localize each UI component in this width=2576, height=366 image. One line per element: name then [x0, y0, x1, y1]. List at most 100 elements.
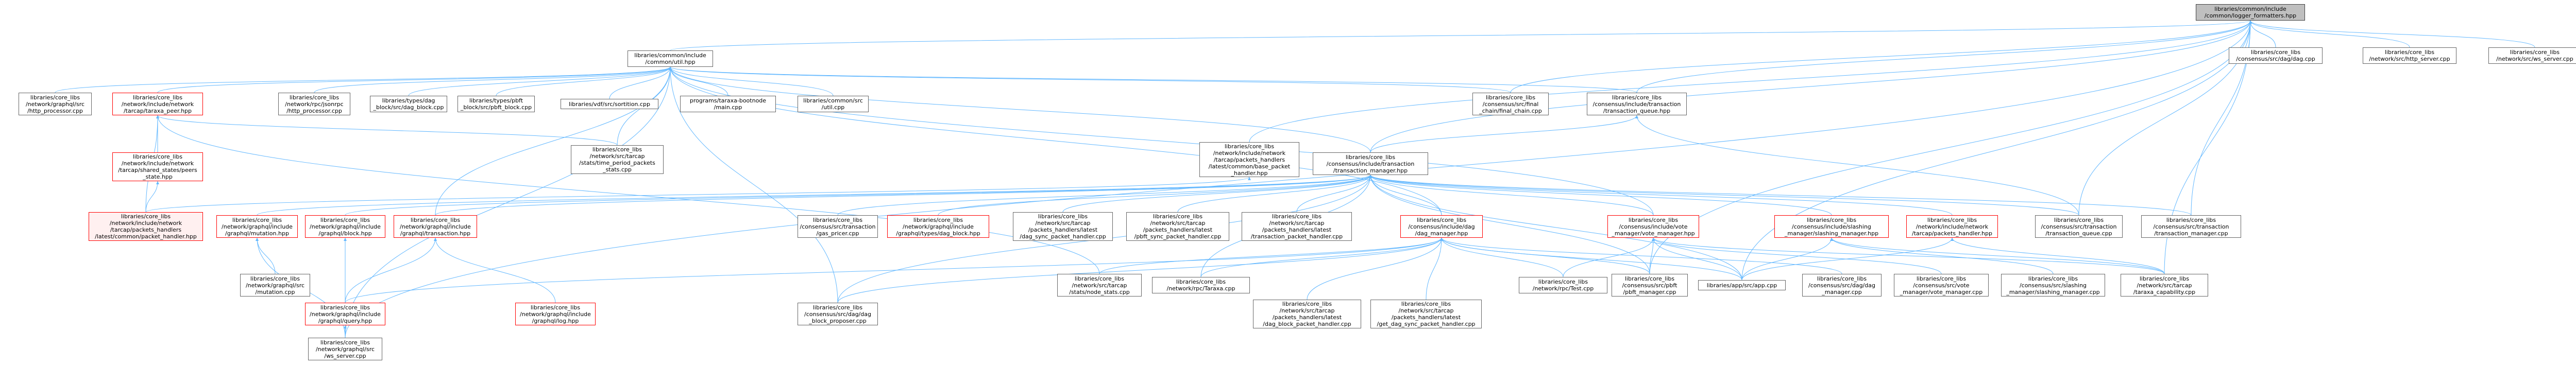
edge-ws_server-to-root [2249, 20, 2535, 48]
edge-dag_cpp-to-root [2249, 20, 2276, 48]
edge-slashing_manager_hpp-to-tx_manager_hpp [1369, 175, 1832, 216]
edge-http_processor-to-util_hpp [55, 66, 672, 93]
node-graphql-dag-block-hpp[interactable]: libraries/core_libs /network/graphql/inc… [887, 215, 989, 238]
node-vote-manager-cpp[interactable]: libraries/core_libs /consensus/src/vote … [1894, 274, 1989, 297]
node-root-logger-formatters: libraries/common/include /common/logger_… [2196, 4, 2305, 21]
edge-final_chain-to-root [1510, 20, 2252, 93]
edge-tx_queue_cpp-to-root [2078, 20, 2252, 216]
edge-tx_queue_cpp-to-tx_manager_hpp [1369, 175, 2079, 216]
node-util-cpp[interactable]: libraries/common/src /util.cpp [798, 96, 869, 112]
node-dag-block-packet-handler[interactable]: libraries/core_libs /network/src/tarcap … [1253, 300, 1361, 328]
node-graphql-transaction-hpp[interactable]: libraries/core_libs /network/graphql/inc… [394, 215, 477, 238]
edge-taraxa_capability-to-slashing_manager_hpp [1830, 237, 2165, 274]
node-taraxa-capability[interactable]: libraries/core_libs /network/src/tarcap … [2121, 274, 2208, 297]
edge-rpc_test-to-dag_manager_hpp [1440, 237, 1564, 277]
node-slashing-manager-hpp[interactable]: libraries/core_libs /consensus/include/s… [1774, 215, 1889, 238]
node-ws-server[interactable]: libraries/core_libs /network/src/ws_serv… [2488, 47, 2576, 64]
node-graphql-block-hpp[interactable]: libraries/core_libs /network/graphql/inc… [305, 215, 385, 238]
edge-stats_node-to-peer_hpp [156, 115, 1100, 274]
node-transaction-manager-cpp[interactable]: libraries/core_libs /consensus/src/trans… [2141, 215, 2241, 238]
node-util-hpp[interactable]: libraries/common/include /common/util.hp… [628, 50, 713, 67]
edge-app_cpp-to-vote_manager_hpp [1652, 237, 1742, 281]
node-transaction-packet-handler[interactable]: libraries/core_libs /network/src/tarcap … [1242, 212, 1352, 241]
node-rpc-http-processor[interactable]: libraries/core_libs /network/rpc/jsonrpc… [278, 93, 350, 115]
node-ws-server-gql[interactable]: libraries/core_libs /network/graphql/src… [308, 338, 382, 360]
node-taraxa-peer-hpp[interactable]: libraries/core_libs /network/include/net… [112, 93, 203, 115]
edge-app_cpp-to-tx_manager_hpp [1369, 175, 1742, 281]
edge-mutation_cpp-to-graphql_mutation_hpp [256, 237, 276, 274]
edge-pbft_sync_handler-to-tx_manager_hpp [1177, 175, 1372, 213]
node-gas-pricer[interactable]: libraries/core_libs /consensus/src/trans… [798, 215, 878, 238]
edge-vote_manager_cpp-to-vote_manager_hpp [1652, 237, 1942, 274]
node-get-dag-sync-handler[interactable]: libraries/core_libs /network/src/tarcap … [1370, 300, 1482, 328]
edge-graphql_tx_hpp-to-util_hpp [435, 66, 672, 216]
edge-taraxa_bootnode-to-util_hpp [669, 66, 728, 96]
node-mutation-cpp[interactable]: libraries/core_libs /network/graphql/src… [240, 274, 310, 297]
node-base-packet-handler-hpp[interactable]: libraries/core_libs /network/include/net… [1199, 142, 1299, 177]
edge-tx_manager_cpp-to-tx_manager_hpp [1369, 175, 2192, 216]
node-rpc-taraxa[interactable]: libraries/core_libs /network/rpc/Taraxa.… [1152, 277, 1250, 293]
node-app-cpp[interactable]: libraries/app/src/app.cpp [1698, 280, 1786, 290]
node-slashing-manager-cpp[interactable]: libraries/core_libs /consensus/src/slash… [2001, 274, 2105, 297]
edge-stats_node-to-dag_manager_hpp [1099, 237, 1443, 274]
node-dag-sync-handler[interactable]: libraries/core_libs /network/src/tarcap … [1013, 212, 1113, 241]
edge-rpc_test-to-vote_manager_hpp [1563, 237, 1655, 277]
edge-dag_block_proposer-to-util_hpp [669, 66, 838, 303]
node-pbft-sync-handler[interactable]: libraries/core_libs /network/src/tarcap … [1126, 212, 1229, 241]
edge-dag_manager_cpp-to-dag_manager_hpp [1440, 237, 1842, 274]
node-vote-manager-hpp[interactable]: libraries/core_libs /consensus/include/v… [1607, 215, 1699, 238]
node-peers-state-hpp[interactable]: libraries/core_libs /network/include/net… [112, 152, 203, 181]
node-dag-cpp[interactable]: libraries/core_libs /consensus/src/dag/d… [2229, 47, 2323, 64]
edge-app_cpp-to-dag_manager_hpp [1440, 237, 1742, 281]
node-dag-block-proposer[interactable]: libraries/core_libs /consensus/src/dag/d… [798, 303, 878, 325]
edge-util_cpp-to-util_hpp [669, 66, 834, 96]
edge-packet_handler_hpp-to-root [1249, 20, 2252, 143]
edge-util_hpp-to-root [670, 20, 2252, 51]
edge-dag_block_cpp-to-util_hpp [408, 66, 672, 96]
node-taraxa-bootnode[interactable]: programs/taraxa-bootnode /main.cpp [680, 96, 776, 112]
edge-http_server-to-root [2249, 20, 2410, 48]
edge-graphql_log_hpp-to-graphql_tx_hpp [434, 237, 556, 303]
node-http-processor-gql[interactable]: libraries/core_libs /network/graphql/src… [19, 93, 92, 115]
node-graphql-query-hpp[interactable]: libraries/core_libs /network/graphql/inc… [305, 303, 385, 325]
node-rpc-test[interactable]: libraries/core_libs /network/rpc/Test.cp… [1519, 277, 1607, 293]
node-packets-handler-hpp[interactable]: libraries/core_libs /network/include/net… [1906, 215, 1998, 238]
edge-time_period-to-peer_hpp [156, 115, 618, 146]
node-vdf-sortition[interactable]: libraries/vdf/src/sortition.cpp [561, 99, 658, 109]
edge-taraxa_capability-to-vote_manager_hpp [1652, 237, 2165, 274]
node-graphql-log-hpp[interactable]: libraries/core_libs /network/graphql/inc… [515, 303, 596, 325]
node-node-stats[interactable]: libraries/core_libs /network/src/tarcap … [1057, 274, 1142, 297]
node-tx-manager-hpp[interactable]: libraries/core_libs /consensus/include/t… [1313, 152, 1428, 175]
edge-app_cpp-to-packets_handler_hpp [1741, 237, 1954, 281]
edge-vote_manager_hpp-to-tx_manager_hpp [1369, 175, 1654, 216]
edge-tx_packet_handler-to-tx_manager_hpp [1296, 175, 1372, 213]
node-dag-manager-cpp[interactable]: libraries/core_libs /consensus/src/dag/d… [1802, 274, 1882, 297]
node-tx-queue-hpp[interactable]: libraries/core_libs /consensus/include/t… [1587, 93, 1687, 115]
dependency-edges [55, 20, 2535, 338]
edge-rpc_taraxa-to-dag_manager_hpp [1200, 237, 1443, 277]
edge-gas_pricer-to-tx_manager_hpp [837, 175, 1372, 216]
edge-tx_queue_hpp-to-util_hpp [669, 66, 1637, 93]
node-pbft-manager[interactable]: libraries/core_libs /consensus/src/pbft … [1612, 274, 1688, 297]
node-http-server[interactable]: libraries/core_libs /network/src/http_se… [2363, 47, 2456, 64]
edge-final_chain-to-util_hpp [669, 66, 1511, 93]
edge-ws_server_gql-to-util_hpp [345, 66, 672, 338]
node-time-period-stats[interactable]: libraries/core_libs /network/src/tarcap … [571, 145, 664, 174]
edge-app_cpp-to-root [1741, 20, 2252, 281]
node-graphql-mutation-hpp[interactable]: libraries/core_libs /network/graphql/inc… [216, 215, 298, 238]
edge-graphql_query_hpp-to-dag_manager_hpp [345, 237, 1443, 303]
node-final-chain[interactable]: libraries/core_libs /consensus/src/final… [1472, 93, 1549, 115]
edge-graphql_block_hpp-to-tx_manager_hpp [345, 175, 1372, 216]
edge-slashing_manager_cpp-to-slashing_manager_hpp [1830, 237, 2054, 274]
edge-taraxa_capability-to-packets_handler_hpp [1951, 237, 2165, 274]
node-pbft-block-cpp[interactable]: libraries/types/pbft _block/src/pbft_blo… [457, 96, 535, 112]
node-dag-manager-hpp[interactable]: libraries/core_libs /consensus/include/d… [1400, 215, 1483, 238]
edge-dag_block_proposer-to-dag_manager_hpp [837, 237, 1443, 303]
edge-common_packet_handler-to-shared_states [145, 181, 159, 213]
edge-tx_queue_cpp-to-tx_queue_hpp [1635, 115, 2079, 216]
node-transaction-queue-cpp[interactable]: libraries/core_libs /consensus/src/trans… [2035, 215, 2123, 238]
edge-graphql_dag_block-to-tx_manager_hpp [938, 175, 1372, 216]
node-common-packet-handler[interactable]: libraries/core_libs /network/include/net… [89, 212, 203, 241]
node-dag-block-cpp[interactable]: libraries/types/dag _block/src/dag_block… [370, 96, 447, 112]
